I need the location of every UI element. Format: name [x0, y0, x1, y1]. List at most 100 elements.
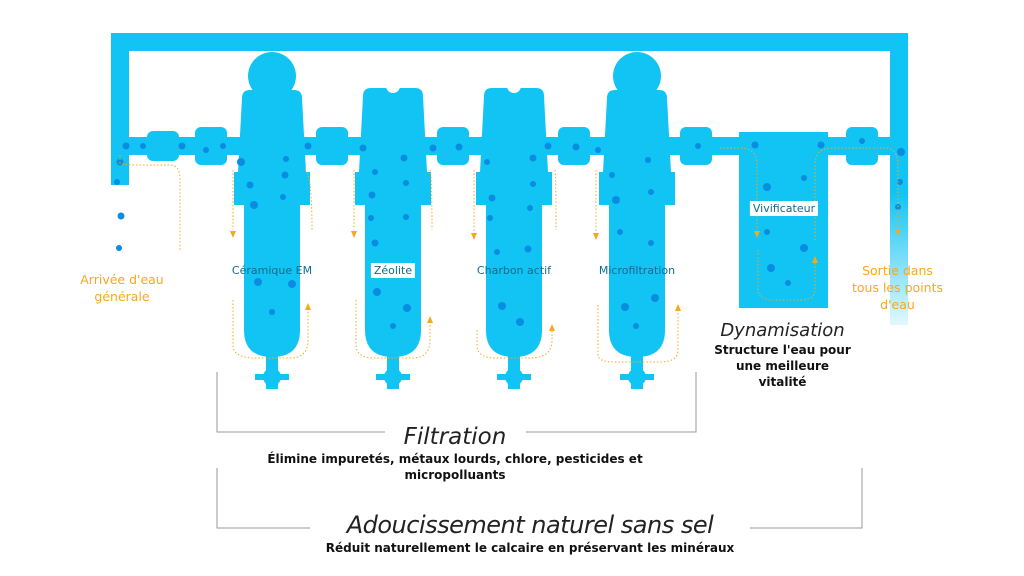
- flow-path: [119, 155, 181, 250]
- bubble: [220, 143, 226, 149]
- tank-cap-notch: [386, 79, 400, 93]
- bubble: [400, 154, 408, 162]
- outlet-label-line2: tous les points: [852, 280, 943, 295]
- arrow-down-icon: [471, 233, 477, 240]
- tank-label-ceramique: Céramique EM: [231, 264, 313, 277]
- adoucissement-title: Adoucissement naturel sans sel: [346, 511, 714, 539]
- bubble: [484, 159, 490, 165]
- bubble: [785, 280, 791, 286]
- bubble: [117, 212, 125, 220]
- bubble: [801, 175, 807, 181]
- bubble: [250, 201, 258, 209]
- bubble: [203, 147, 209, 153]
- bubble: [595, 147, 601, 153]
- bubble: [373, 288, 381, 296]
- filtration-block: Filtration Élimine impuretés, métaux lou…: [220, 423, 690, 483]
- bubble: [695, 143, 701, 149]
- bubble: [269, 309, 275, 315]
- bubble: [455, 143, 463, 151]
- tank-label-zeolite: Zéolite: [370, 263, 416, 278]
- arrow-down-icon: [351, 231, 357, 238]
- bubble: [494, 249, 500, 255]
- flow-path: [554, 169, 557, 231]
- filtration-desc-line2: micropolluants: [404, 468, 506, 482]
- bubble: [530, 181, 536, 187]
- bubble: [390, 323, 396, 329]
- bubble: [763, 183, 771, 191]
- bubble: [140, 143, 146, 149]
- flow-path: [757, 250, 816, 301]
- bubble: [116, 245, 122, 251]
- bubble: [368, 215, 374, 221]
- bubble: [572, 143, 580, 151]
- drain-knob: [505, 368, 523, 386]
- bubble: [281, 171, 289, 179]
- vivificateur-label: Vivificateur: [749, 201, 819, 216]
- bubble: [529, 154, 537, 162]
- drain-knob: [384, 368, 402, 386]
- bubble: [751, 141, 759, 149]
- water-bubbles: [114, 138, 905, 329]
- inlet-label: Arrivée d'eau générale: [62, 271, 182, 305]
- flow-path: [814, 147, 899, 240]
- bubble: [403, 214, 409, 220]
- bubble: [237, 158, 245, 166]
- bubble: [645, 157, 651, 163]
- bubble: [488, 194, 496, 202]
- filtration-bracket: [216, 372, 697, 433]
- bubble: [288, 280, 296, 288]
- tank-label-microfiltration: Microfiltration: [598, 264, 676, 277]
- vivificateur-body: [739, 132, 828, 308]
- arrow-down-icon: [593, 233, 599, 240]
- drain-knob: [628, 368, 646, 386]
- bubble: [359, 144, 367, 152]
- inlet-label-line2: générale: [94, 289, 150, 304]
- bubble: [403, 304, 411, 312]
- bubble: [280, 194, 286, 200]
- adoucissement-block: Adoucissement naturel sans sel Réduit na…: [290, 510, 770, 556]
- bubble: [544, 142, 552, 150]
- arrow-up-icon: [812, 256, 818, 263]
- bubble: [304, 142, 312, 150]
- bubble: [487, 215, 493, 221]
- bubble: [897, 179, 903, 185]
- bubble: [609, 172, 615, 178]
- flow-path: [597, 305, 679, 363]
- arrow-up-icon: [427, 316, 433, 323]
- adoucissement-desc: Réduit naturellement le calcaire en prés…: [325, 541, 735, 555]
- arrow-up-icon: [305, 303, 311, 310]
- tank-label-charbon: Charbon actif: [476, 264, 552, 277]
- bubble: [114, 179, 120, 185]
- tank-body: [234, 90, 310, 357]
- tank-cap-notch: [507, 79, 521, 93]
- bubble: [617, 229, 623, 235]
- arrow-up-icon: [549, 324, 555, 331]
- bubble: [178, 142, 186, 150]
- bubble: [800, 244, 808, 252]
- outlet-label-line3: d'eau: [880, 297, 915, 312]
- dynamisation-title: Dynamisation: [720, 320, 845, 341]
- outlet-label: Sortie dans tous les points d'eau: [845, 262, 950, 313]
- flow-path: [232, 300, 309, 359]
- bubble: [633, 323, 639, 329]
- bubble: [122, 142, 130, 150]
- bubble: [621, 303, 629, 311]
- tank-body: [599, 90, 675, 357]
- dynamisation-block: Dynamisation Structure l'eau pour une me…: [700, 320, 865, 390]
- filtration-title: Filtration: [403, 424, 507, 450]
- bubble: [767, 264, 775, 272]
- bubble: [524, 245, 532, 253]
- tank-round-cap: [613, 52, 661, 100]
- bubble: [372, 169, 378, 175]
- bubble: [897, 148, 905, 156]
- bubble: [371, 239, 379, 247]
- flow-path: [429, 169, 433, 231]
- arrow-down-icon: [754, 231, 760, 238]
- bubble: [368, 191, 376, 199]
- filter-tank-4: [599, 52, 675, 389]
- bubble: [246, 181, 254, 189]
- arrow-down-icon: [230, 231, 236, 238]
- bubble: [254, 278, 262, 286]
- arrow-up-icon: [675, 304, 681, 311]
